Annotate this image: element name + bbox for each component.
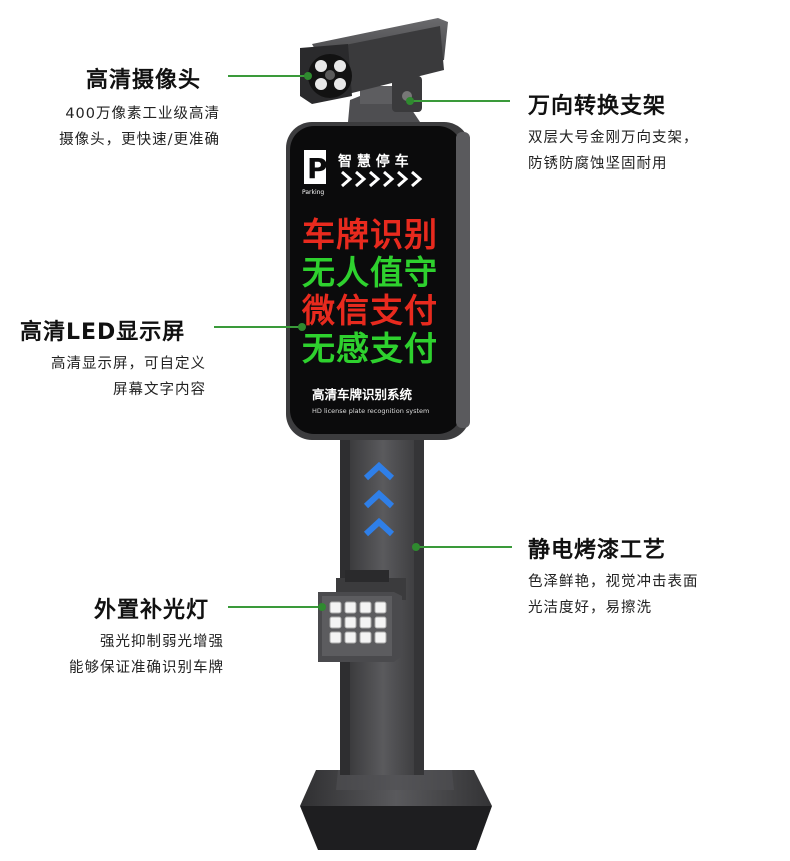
led-desc-2: 屏幕文字内容 xyxy=(113,382,206,398)
paint-connector xyxy=(416,546,512,548)
camera-connector xyxy=(228,75,308,77)
screen-row-1: 车牌识别 xyxy=(302,215,438,254)
bracket-dot xyxy=(406,97,414,105)
paint-title: 静电烤漆工艺 xyxy=(528,538,667,563)
light-title: 外置补光灯 xyxy=(94,598,210,623)
footer-en: HD license plate recognition system xyxy=(312,407,429,415)
fill-light xyxy=(318,570,406,662)
led-title: 高清LED显示屏 xyxy=(20,320,186,345)
camera xyxy=(300,18,448,104)
bracket-desc-1: 双层大号金刚万向支架， xyxy=(528,130,699,146)
screen-header: P Parking 智 慧 停 车 xyxy=(302,150,423,196)
paint-dot xyxy=(412,543,420,551)
camera-desc-1: 400万像素工业级高清 xyxy=(65,106,220,122)
camera-desc-2: 摄像头，更快速/更准确 xyxy=(59,132,220,148)
paint-desc-1: 色泽鲜艳，视觉冲击表面 xyxy=(528,574,699,590)
bracket-desc-2: 防锈防腐蚀坚固耐用 xyxy=(528,156,668,172)
brand-sub: Parking xyxy=(302,189,324,196)
blue-arrow-icons xyxy=(363,461,395,537)
bracket-connector xyxy=(410,100,510,102)
footer-cn: 高清车牌识别系统 xyxy=(312,387,413,402)
pole-base xyxy=(300,770,492,850)
paint-desc-2: 光洁度好，易擦洗 xyxy=(528,600,652,616)
light-desc-1: 强光抑制弱光增强 xyxy=(100,634,224,650)
chevron-icons xyxy=(341,170,423,188)
bracket-title: 万向转换支架 xyxy=(528,94,667,119)
display-housing xyxy=(286,122,470,440)
light-dot xyxy=(318,603,326,611)
screen-footer: 高清车牌识别系统 HD license plate recognition sy… xyxy=(312,387,429,415)
brand-title: 智 慧 停 车 xyxy=(337,153,409,170)
screen-row-4: 无感支付 xyxy=(302,329,438,368)
screen-row-2: 无人值守 xyxy=(302,253,438,292)
led-desc-1: 高清显示屏，可自定义 xyxy=(51,356,206,372)
brand-letter: P xyxy=(307,152,328,185)
screen-rows: 车牌识别 无人值守 微信支付 无感支付 xyxy=(301,215,438,368)
bracket xyxy=(348,76,422,122)
light-desc-2: 能够保证准确识别车牌 xyxy=(69,660,224,676)
led-connector xyxy=(214,326,302,328)
light-connector xyxy=(228,606,322,608)
led-dot xyxy=(298,323,306,331)
camera-title: 高清摄像头 xyxy=(86,68,202,93)
camera-dot xyxy=(304,72,312,80)
screen-row-3: 微信支付 xyxy=(301,291,438,330)
